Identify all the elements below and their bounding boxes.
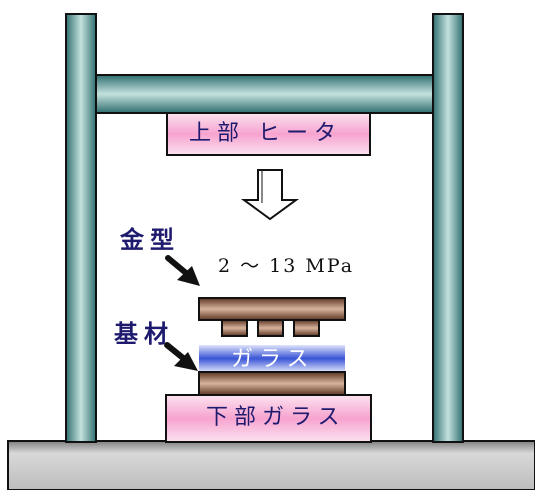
- upper-heater: [166, 112, 371, 156]
- substrate-label: 基材: [114, 320, 174, 348]
- mold-pointer-arrow-icon: [165, 255, 200, 286]
- glass-substrate: [199, 345, 345, 372]
- pressure-label: 2 ～ 13 MPa: [218, 255, 355, 277]
- substrate-pointer-arrow-icon: [164, 342, 198, 371]
- mold-tooth: [293, 319, 320, 337]
- upper-heater-label: 上部 ヒータ: [189, 121, 342, 146]
- down-arrow-icon: [240, 169, 300, 221]
- right-column: [432, 13, 464, 443]
- mold-plate: [198, 297, 346, 321]
- mold-tooth: [257, 319, 284, 337]
- mold-tooth: [221, 319, 248, 337]
- lower-plate: [198, 371, 346, 396]
- lower-glass-label: 下部ガラス: [206, 405, 346, 430]
- left-column: [65, 13, 97, 443]
- base-plate: [7, 440, 535, 490]
- mold-label: 金型: [120, 226, 180, 254]
- lower-glass-block: [165, 394, 372, 443]
- glass-label: ガラス: [231, 347, 315, 372]
- top-beam: [95, 74, 434, 114]
